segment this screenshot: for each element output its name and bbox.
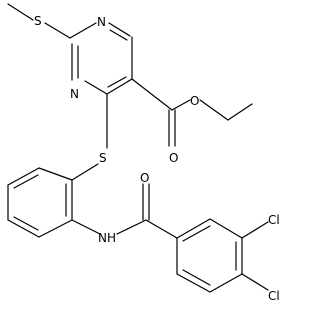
atom-n-upper: N xyxy=(97,15,106,29)
bond-c4-n3 xyxy=(84,80,108,95)
bond-camide-ring xyxy=(145,219,178,239)
bond-dcp1-dcp2-inner xyxy=(182,225,211,242)
atom-n-lower: N xyxy=(70,87,79,101)
bond-ar4-ar5 xyxy=(7,219,40,238)
atom-o-ester: O xyxy=(190,94,199,108)
atom-cl-lower: Cl xyxy=(268,289,280,303)
atom-cl-upper: Cl xyxy=(268,213,280,227)
atom-o-carbonyl: O xyxy=(169,151,178,165)
bond-ar4-ar5-inner xyxy=(13,216,39,231)
bond-ch2-ch3 xyxy=(227,103,253,121)
bond-methyl-s xyxy=(7,3,34,21)
bond-s-c2 xyxy=(44,22,71,39)
bond-dcp5-dcp6 xyxy=(176,273,211,293)
bond-dcp4-dcp5 xyxy=(209,273,243,293)
bond-c5-c4 xyxy=(106,78,133,95)
bond-n1-c6 xyxy=(108,22,131,37)
bond-n1-c6-inner xyxy=(109,29,128,41)
bond-nh-camide xyxy=(116,219,147,235)
bond-ar-nh xyxy=(71,219,101,235)
bond-dcp2-dcp3 xyxy=(209,218,243,239)
atom-s-methylthio: S xyxy=(34,14,42,28)
bond-ar2-ar3-inner xyxy=(13,174,39,189)
bond-dcp5-dcp6-inner xyxy=(182,269,211,286)
bond-dcp4-cl xyxy=(241,273,269,291)
bond-oester-ch2 xyxy=(199,99,229,121)
atom-o-amide: O xyxy=(140,171,149,185)
bond-ccarbonyl-oester xyxy=(171,99,191,111)
bond-dcp3-cl xyxy=(241,221,269,239)
bond-s-aryl xyxy=(71,163,99,181)
bond-dcp1-dcp2 xyxy=(176,218,211,239)
bond-c2-n1 xyxy=(69,22,97,39)
chemical-structure-diagram: S N N O O S NH O Cl Cl xyxy=(7,3,280,303)
bond-c5-ccarbonyl xyxy=(131,78,173,111)
atom-nh: NH xyxy=(98,231,116,245)
bond-ar2-ar3 xyxy=(7,167,40,186)
bond-ar5-ar6 xyxy=(38,219,73,238)
atom-s-thioether: S xyxy=(99,151,107,165)
bond-c5-c4-inner xyxy=(107,76,127,88)
bond-ar1-ar2 xyxy=(38,167,73,181)
